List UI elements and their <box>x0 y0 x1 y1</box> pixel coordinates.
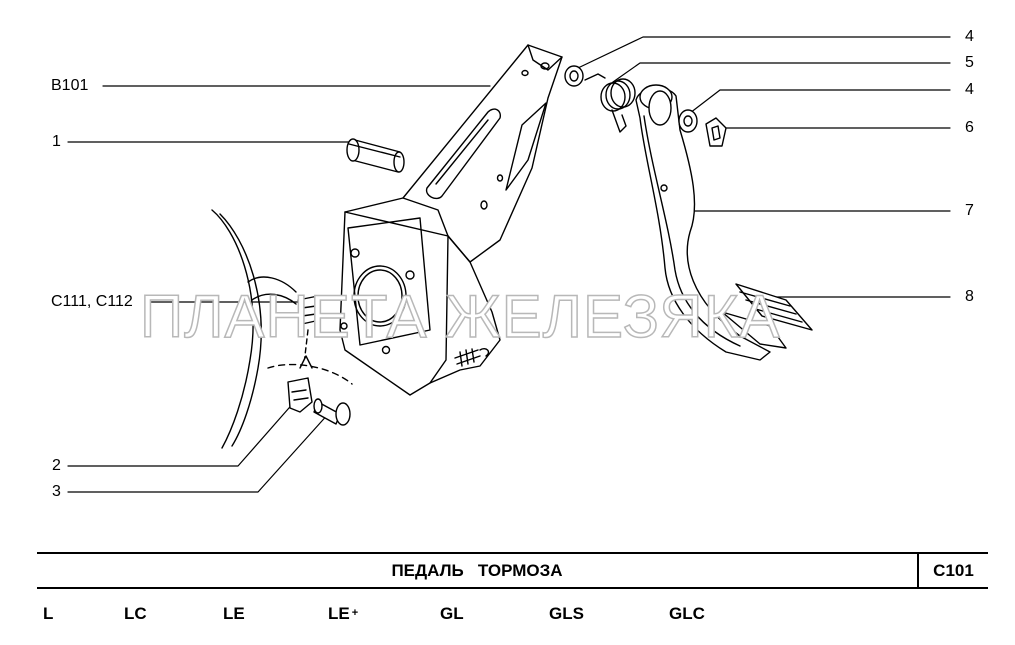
version-glc: GLC <box>669 604 705 623</box>
brake-pedal-exploded-diagram <box>67 36 951 493</box>
callout-7: 7 <box>965 202 974 219</box>
callout-b101: B101 <box>51 77 89 94</box>
title-divider <box>917 554 919 587</box>
callout-6: 6 <box>965 119 974 136</box>
version-gl: GL <box>440 604 464 623</box>
leader-3 <box>67 411 331 493</box>
callout-5: 5 <box>965 54 974 71</box>
leader-lines <box>67 36 951 493</box>
booster-edge <box>211 209 297 449</box>
pedal-bracket <box>339 44 563 396</box>
leader-5 <box>612 62 951 83</box>
title-block: ПЕДАЛЬ ТОРМОЗА C101 <box>37 552 988 589</box>
callout-4-mid: 4 <box>965 81 974 98</box>
version-l: L <box>43 604 54 623</box>
callout-1: 1 <box>52 133 61 150</box>
part-7-pedal-lever <box>635 84 771 361</box>
part-6-clip <box>705 117 727 147</box>
leader-2 <box>67 399 297 467</box>
page-title: ПЕДАЛЬ ТОРМОЗА <box>391 561 563 580</box>
version-le-plus-sup: + <box>351 607 359 619</box>
version-gls: GLS <box>549 604 584 623</box>
clevis-pin-assembly <box>267 295 353 426</box>
part-4-bushing-top <box>564 65 584 87</box>
callout-c111-c112: C111, C112 <box>51 293 133 310</box>
callout-8: 8 <box>965 288 974 305</box>
version-le-plus-label: LE <box>328 604 350 623</box>
callout-2: 2 <box>52 457 61 474</box>
part-4-bushing-mid <box>678 109 698 133</box>
version-le-plus: LE+ <box>328 604 358 624</box>
part-8-pedal-pad <box>721 283 813 349</box>
version-lc: LC <box>124 604 147 623</box>
callout-3: 3 <box>52 483 61 500</box>
callout-4-top: 4 <box>965 28 974 45</box>
part-1-pin <box>346 138 405 173</box>
section-code: C101 <box>933 561 974 580</box>
version-le: LE <box>223 604 245 623</box>
leader-4-top <box>577 36 951 69</box>
part-5-spring <box>584 73 636 133</box>
leader-4-mid <box>689 89 951 114</box>
